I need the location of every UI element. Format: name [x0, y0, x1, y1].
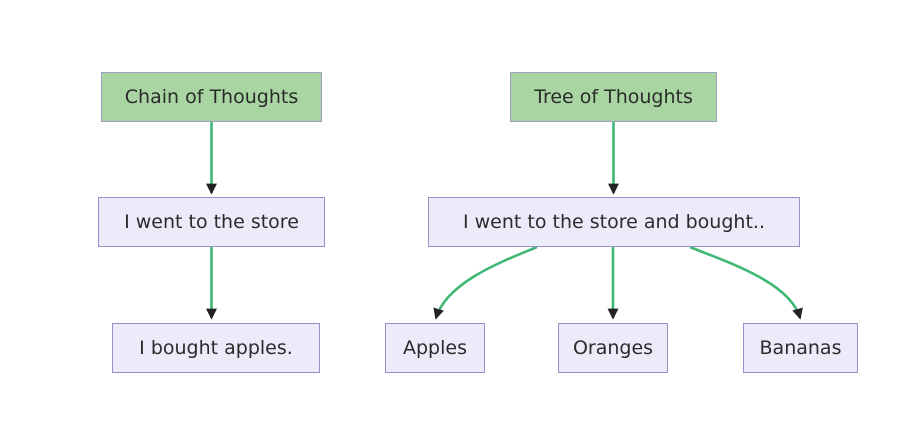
- node-bananas: Bananas: [743, 323, 858, 373]
- node-apples: Apples: [385, 323, 485, 373]
- node-oranges: Oranges: [558, 323, 668, 373]
- node-chain-of-thoughts: Chain of Thoughts: [101, 72, 322, 122]
- node-tree-of-thoughts: Tree of Thoughts: [510, 72, 717, 122]
- edge-tree-step-to-bananas: [689, 245, 803, 320]
- node-tree-step: I went to the store and bought..: [428, 197, 800, 247]
- node-chain-step: I went to the store: [98, 197, 325, 247]
- edge-tree-step-to-apples: [433, 245, 538, 320]
- node-chain-leaf: I bought apples.: [112, 323, 320, 373]
